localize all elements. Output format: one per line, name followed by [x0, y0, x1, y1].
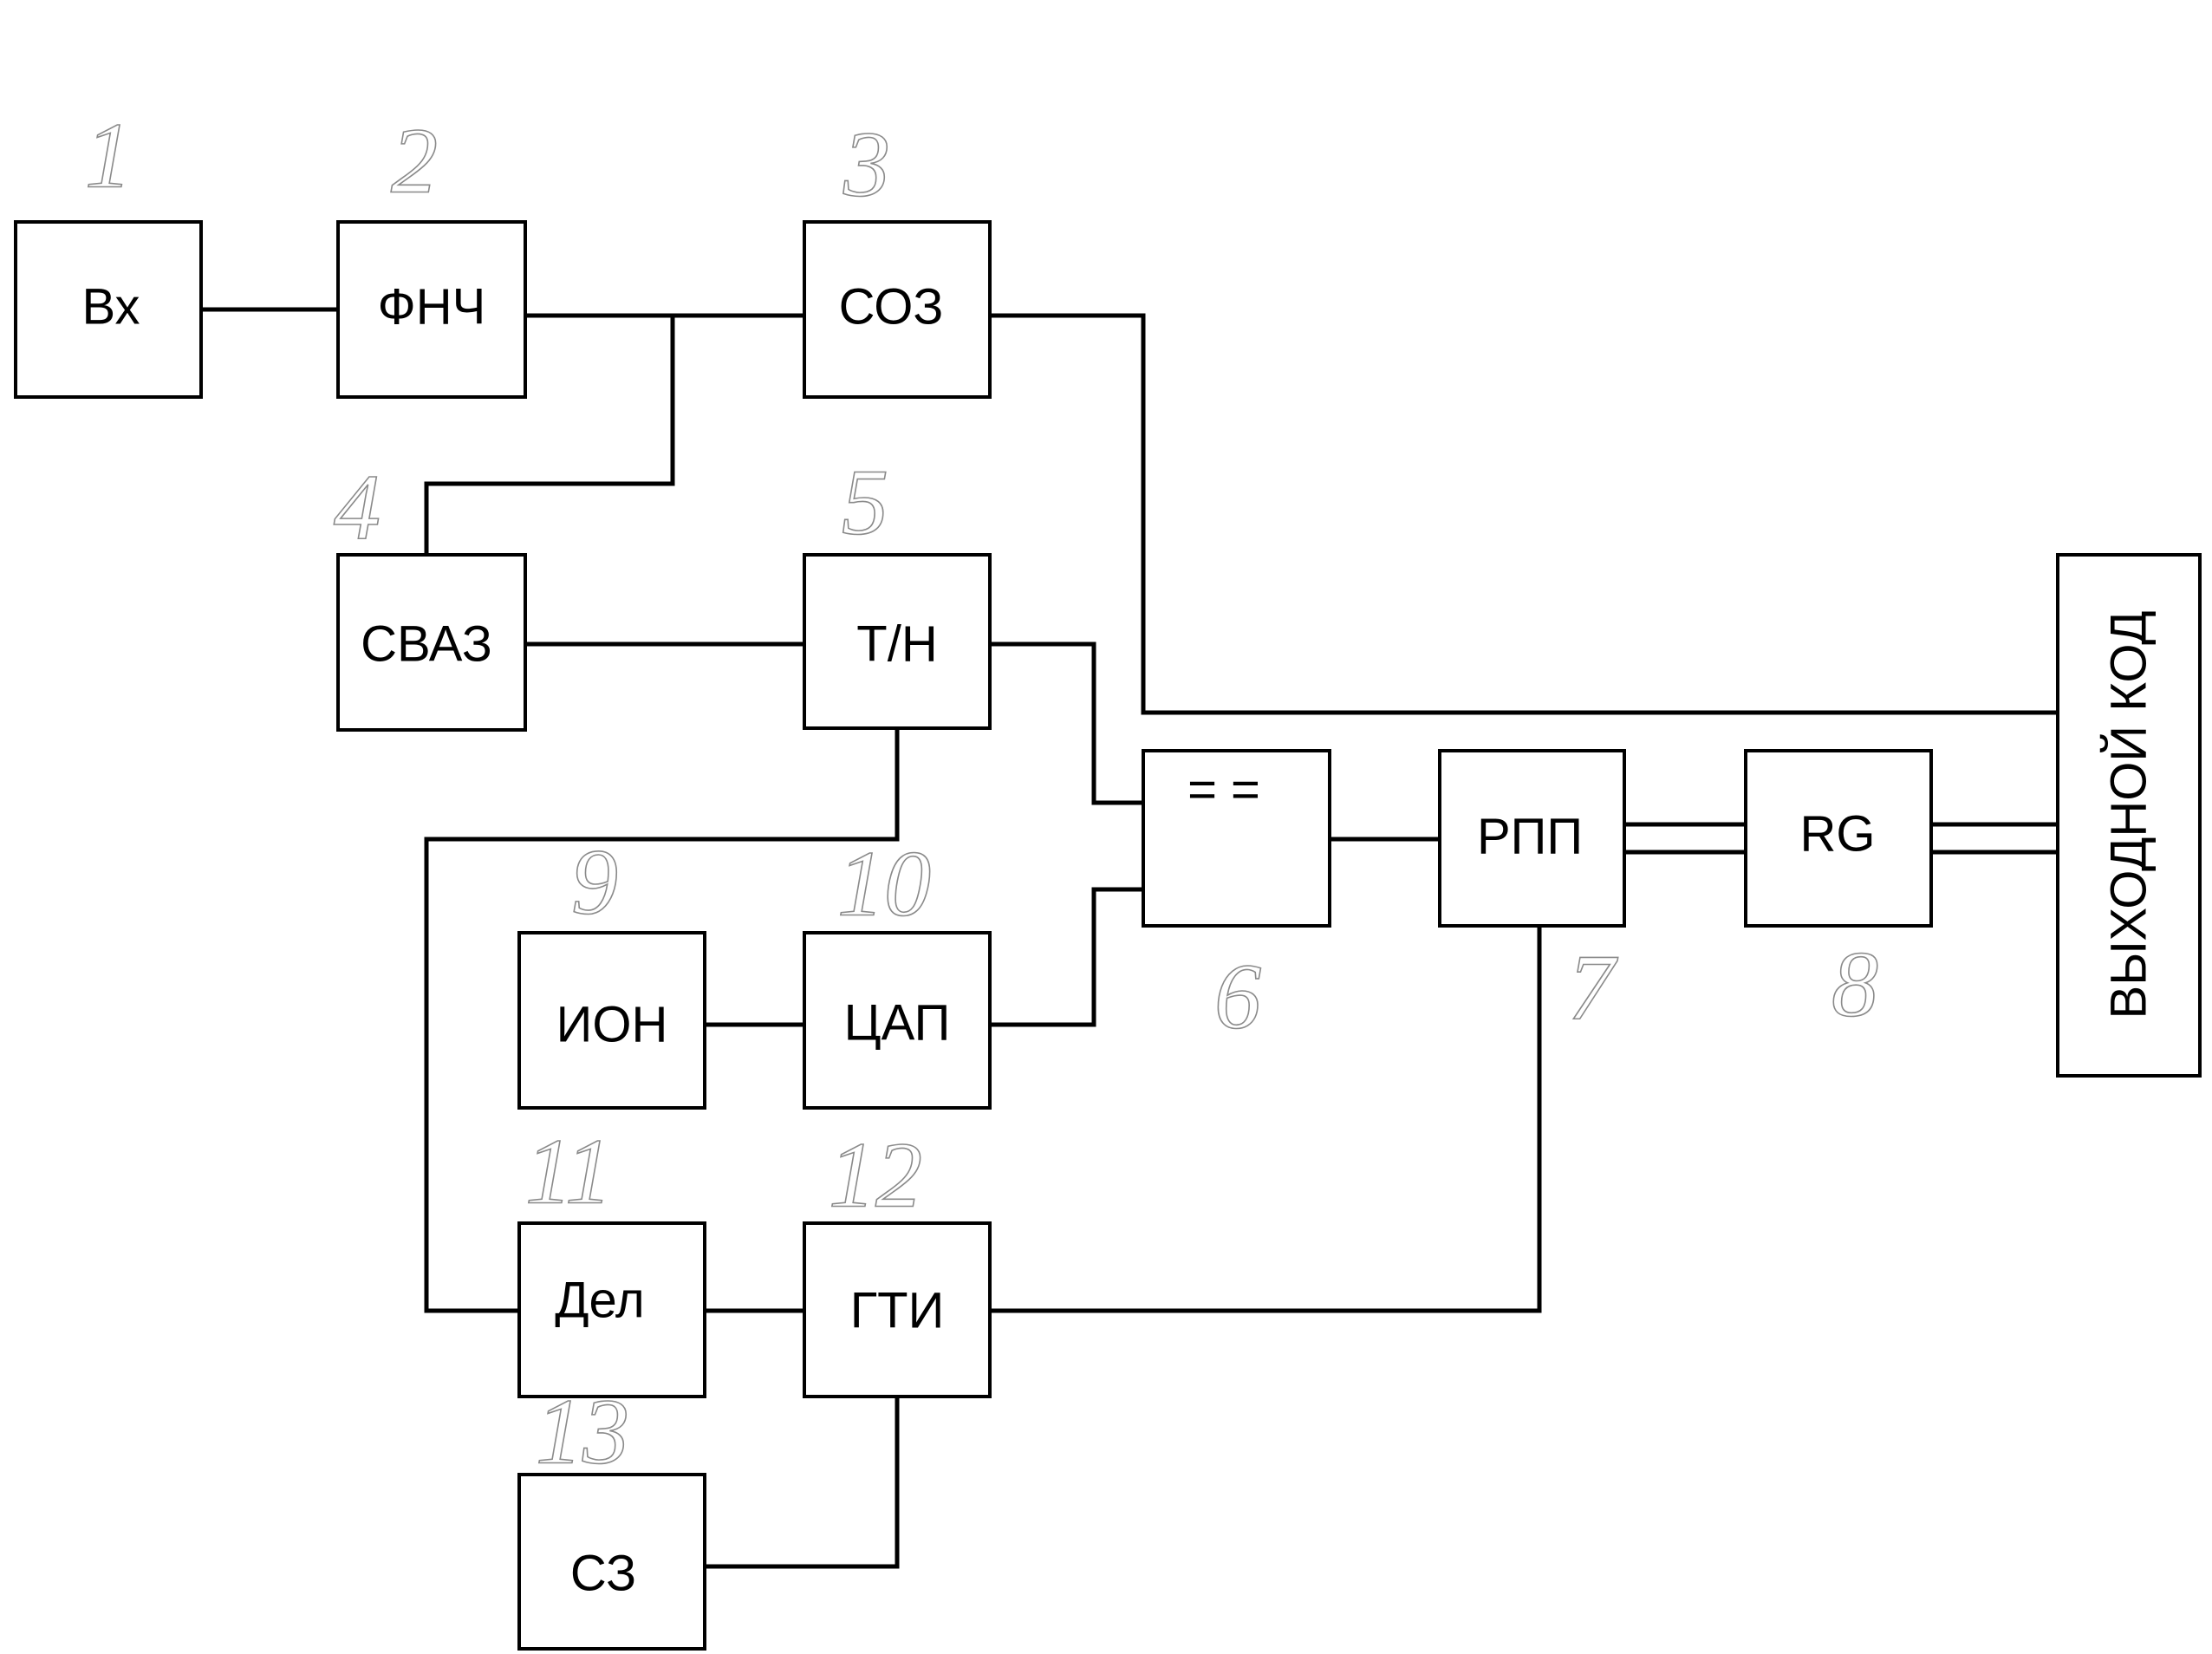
block-cap-label: ЦАП	[844, 995, 951, 1052]
block-gti-frame	[803, 1221, 992, 1398]
block-rg-label: RG	[1800, 806, 1876, 863]
block-fnch: ФНЧ 2	[336, 109, 527, 399]
block-soz-number: 3	[843, 114, 890, 217]
wire-tn-del	[424, 728, 900, 1313]
block-tn-label: Т/Н	[856, 616, 937, 673]
block-ion-label: ИОН	[556, 997, 668, 1053]
wire-soz-output	[990, 313, 2058, 715]
block-del-number: 11	[525, 1121, 612, 1224]
wire-tn-comparator	[990, 641, 1143, 805]
block-sz: СЗ 13	[517, 1380, 706, 1651]
block-comparator-frame	[1142, 749, 1331, 928]
block-tn: Т/Н 5	[803, 451, 992, 730]
block-rpp-number: 7	[1568, 937, 1618, 1040]
block-rpp-frame	[1438, 749, 1626, 928]
block-fnch-label: ФНЧ	[378, 279, 486, 335]
block-del-frame	[517, 1221, 706, 1398]
block-fnch-frame	[336, 220, 527, 399]
block-sz-label: СЗ	[570, 1546, 636, 1602]
block-rg-number: 8	[1831, 934, 1878, 1037]
block-gti: ГТИ 12	[803, 1123, 992, 1398]
block-ion-number: 9	[571, 831, 618, 934]
output-code-block: ВЫХОДНОЙ КОД	[2056, 553, 2202, 1078]
block-soz-label: СОЗ	[839, 279, 944, 335]
block-vx-number: 1	[85, 105, 132, 208]
block-soz: СОЗ 3	[803, 113, 992, 399]
block-fnch-number: 2	[391, 110, 438, 213]
block-comparator-label: = =	[1187, 762, 1260, 818]
block-rg-frame	[1744, 749, 1933, 928]
block-comparator: = = 6	[1142, 749, 1331, 1049]
block-gti-label: ГТИ	[850, 1283, 945, 1339]
block-del-label: Дел	[555, 1273, 644, 1329]
wire-gti-sz	[705, 1397, 900, 1569]
block-svaz-number: 4	[334, 457, 381, 560]
block-vx-frame	[14, 220, 203, 399]
block-cap: ЦАП 10	[803, 832, 992, 1110]
block-ion-frame	[517, 931, 706, 1110]
block-rpp: РПП 7	[1438, 749, 1626, 1040]
block-tn-number: 5	[842, 452, 888, 555]
block-rpp-label: РПП	[1477, 809, 1583, 865]
wire-cap-comparator	[990, 887, 1143, 1027]
block-soz-frame	[803, 220, 992, 399]
block-svaz-label: СВАЗ	[361, 616, 492, 673]
block-vx-label: Вх	[81, 279, 140, 335]
block-del: Дел 11	[517, 1120, 706, 1398]
block-ion: ИОН 9	[517, 830, 706, 1110]
block-comparator-number: 6	[1214, 946, 1261, 1049]
block-svaz-frame	[336, 553, 527, 732]
block-cap-frame	[803, 931, 992, 1110]
wire-gti-rpp	[990, 926, 1542, 1313]
block-rg: RG 8	[1744, 749, 1933, 1037]
block-svaz: СВАЗ 4	[333, 456, 527, 732]
block-gti-number: 12	[829, 1124, 922, 1227]
wires	[201, 307, 2058, 1569]
wire-branch-svaz	[424, 316, 675, 555]
output-code-frame	[2056, 553, 2202, 1078]
output-code-label: ВЫХОДНОЙ КОД	[2101, 611, 2157, 1019]
block-cap-number: 10	[837, 833, 931, 936]
block-vx: Вх 1	[14, 104, 203, 399]
block-sz-frame	[517, 1473, 706, 1651]
block-sz-number: 13	[536, 1381, 629, 1484]
block-tn-frame	[803, 553, 992, 730]
